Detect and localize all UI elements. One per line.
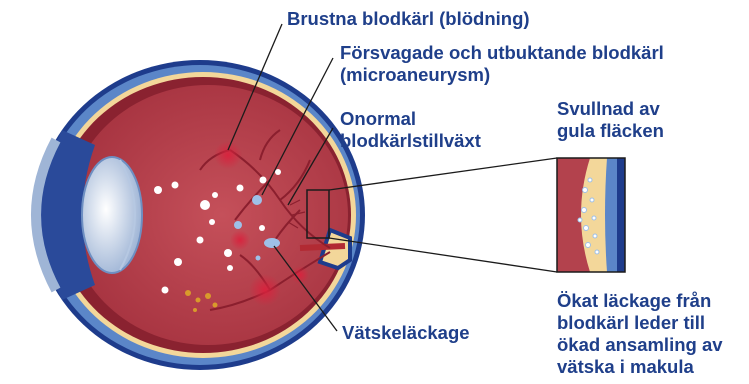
zoom-cell (586, 243, 591, 248)
macula-zoom (557, 158, 625, 272)
label-line: ökad ansamling av (557, 334, 723, 356)
zoom-line-top (329, 158, 557, 190)
microaneurysm (256, 256, 261, 261)
label-growth: Onormal blodkärlstillväxt (340, 108, 481, 152)
deposit (213, 303, 218, 308)
fluid-leak (264, 238, 280, 248)
exudate (172, 182, 179, 189)
label-line: Försvagade och utbuktande blodkärl (340, 42, 664, 64)
label-line: Onormal (340, 108, 481, 130)
label-line: blodkärl leder till (557, 312, 723, 334)
label-line: gula fläcken (557, 120, 664, 142)
microaneurysm (252, 195, 262, 205)
exudate (200, 200, 210, 210)
label-microaneurysm: Försvagade och utbuktande blodkärl (micr… (340, 42, 664, 86)
label-line: Svullnad av (557, 98, 664, 120)
zoom-cell (593, 234, 597, 238)
lens (82, 157, 142, 273)
label-line: Ökat läckage från (557, 290, 723, 312)
zoom-line-bottom (329, 238, 557, 272)
exudate (224, 249, 232, 257)
label-leakage: Vätskeläckage (342, 322, 470, 344)
zoom-cell (595, 250, 599, 254)
hemorrhage-spot (230, 230, 250, 250)
label-leakage-note: Ökat läckage från blodkärl leder till ök… (557, 290, 723, 378)
label-line: Brustna blodkärl (blödning) (287, 8, 530, 30)
zoom-cell (592, 216, 596, 220)
label-line: Vätskeläckage (342, 322, 470, 344)
hemorrhage-spot (214, 141, 242, 169)
label-line: blodkärlstillväxt (340, 130, 481, 152)
microaneurysm (234, 221, 242, 229)
zoom-cell (582, 208, 587, 213)
label-macula-swelling: Svullnad av gula fläcken (557, 98, 664, 142)
optic-vessel (300, 246, 345, 248)
exudate (260, 177, 267, 184)
label-line: (microaneurysm) (340, 64, 664, 86)
zoom-cell (584, 226, 589, 231)
deposit (196, 298, 201, 303)
hemorrhage-spot (249, 274, 281, 306)
zoom-cell (590, 198, 594, 202)
exudate (162, 287, 169, 294)
deposit (193, 308, 197, 312)
zoom-sclera-outer (617, 158, 625, 272)
exudate (237, 185, 244, 192)
zoom-cell (578, 218, 582, 222)
exudate (154, 186, 162, 194)
label-hemorrhage: Brustna blodkärl (blödning) (287, 8, 530, 30)
deposit (205, 293, 211, 299)
exudate (275, 169, 281, 175)
exudate (174, 258, 182, 266)
label-line: vätska i makula (557, 356, 723, 378)
deposit (185, 290, 191, 296)
exudate (197, 237, 204, 244)
exudate (227, 265, 233, 271)
exudate (259, 225, 265, 231)
exudate (209, 219, 215, 225)
zoom-cell (588, 178, 592, 182)
zoom-cell (583, 188, 588, 193)
exudate (212, 192, 218, 198)
